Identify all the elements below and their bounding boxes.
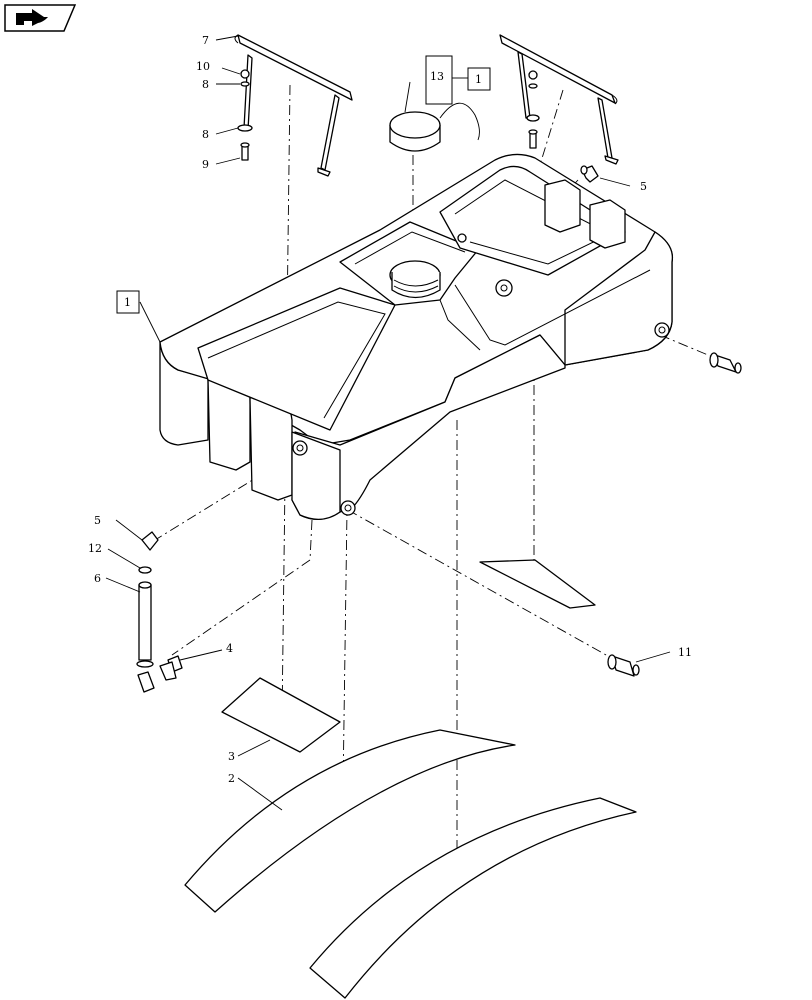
fuel-cap[interactable] bbox=[389, 102, 480, 152]
callout-8a: 8 bbox=[202, 78, 209, 91]
strap-right[interactable] bbox=[499, 34, 619, 165]
callout-10: 10 bbox=[196, 60, 210, 73]
svg-text:1: 1 bbox=[124, 296, 131, 309]
callout-12: 12 bbox=[88, 542, 102, 555]
callout-7: 7 bbox=[202, 34, 209, 47]
pad-right[interactable] bbox=[479, 559, 596, 609]
pad-3[interactable] bbox=[221, 677, 341, 753]
callout-1-top-box: 1 bbox=[467, 67, 491, 91]
callout-8b: 8 bbox=[202, 128, 209, 141]
callout-1-left-box: 1 bbox=[116, 290, 140, 314]
svg-text:1: 1 bbox=[475, 73, 482, 86]
callout-labels: 7 10 8 8 9 5 5 12 6 4 11 3 2 bbox=[88, 34, 692, 785]
callout-13-box: 13 bbox=[425, 55, 453, 105]
hardware-left[interactable] bbox=[237, 69, 253, 161]
arrow-forward-icon bbox=[4, 4, 77, 32]
fitting-11[interactable] bbox=[607, 654, 640, 677]
fitting-right-upper[interactable] bbox=[709, 352, 742, 374]
strip-upper[interactable] bbox=[184, 729, 516, 913]
hardware-right[interactable] bbox=[526, 70, 540, 149]
callout-5-right: 5 bbox=[640, 180, 647, 193]
callout-5-left: 5 bbox=[94, 514, 101, 527]
callout-6: 6 bbox=[94, 572, 101, 585]
svg-text:13: 13 bbox=[430, 70, 444, 83]
callout-3: 3 bbox=[228, 750, 235, 763]
next-page-button[interactable] bbox=[4, 4, 77, 32]
elbow-fitting-right[interactable] bbox=[580, 165, 599, 183]
strip-lower[interactable] bbox=[309, 797, 637, 999]
drain-hose-assembly[interactable] bbox=[136, 531, 183, 693]
callout-11: 11 bbox=[678, 646, 692, 659]
callout-2: 2 bbox=[228, 772, 235, 785]
strap-left[interactable] bbox=[234, 34, 353, 177]
leader-lines bbox=[105, 35, 671, 811]
fuel-tank[interactable] bbox=[159, 153, 674, 520]
callout-4: 4 bbox=[226, 642, 233, 655]
callout-9: 9 bbox=[202, 158, 209, 171]
